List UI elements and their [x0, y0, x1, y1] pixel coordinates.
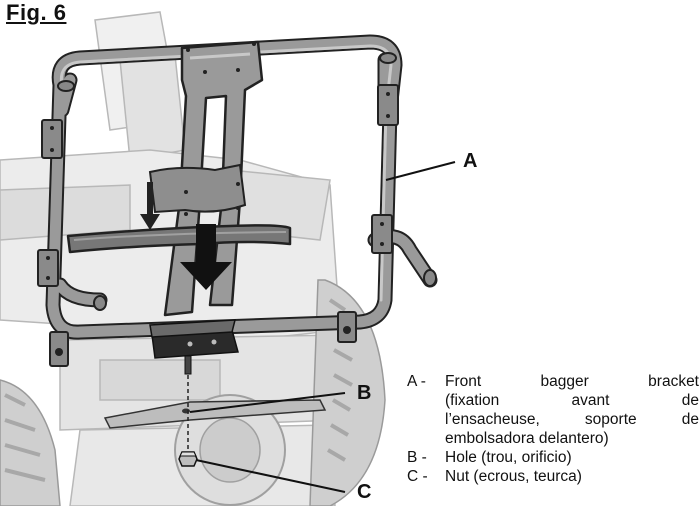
- legend-text-c: Nut (ecrous, teurca): [445, 468, 582, 485]
- front-wheel: [174, 394, 286, 506]
- rear-tire-left: [0, 379, 61, 506]
- figure-title: Fig. 6: [6, 0, 67, 25]
- tube-ends: [57, 52, 437, 311]
- callout-a: A: [463, 150, 478, 172]
- legend-text-b: Hole (trou, orificio): [445, 449, 572, 466]
- legend-key-b: B -: [407, 449, 427, 466]
- rear-tire-right: [309, 279, 386, 506]
- lower-mount: [149, 319, 239, 359]
- stud-bolt: [184, 355, 192, 455]
- legend-item-c: C - Nut (ecrous, teurca): [407, 467, 699, 486]
- center-uprights: [163, 40, 264, 317]
- leader-b: [189, 392, 346, 413]
- leader-a: [385, 161, 456, 181]
- legend-text-a-line2: (fixation avant de: [445, 392, 699, 409]
- saddle-bracket: [148, 163, 247, 216]
- legend-item-a: A - Front bagger bracket (fixation avant…: [407, 372, 699, 448]
- legend-item-b: B - Hole (trou, orificio): [407, 448, 699, 467]
- corner-brackets: [37, 84, 399, 367]
- down-arrow-large: [180, 224, 232, 290]
- parts-legend: A - Front bagger bracket (fixation avant…: [407, 372, 699, 486]
- padded-crossbar: [66, 224, 292, 254]
- legend-key-a: A -: [407, 373, 426, 390]
- legend-key-c: C -: [407, 468, 428, 485]
- callout-b: B: [357, 382, 372, 404]
- legend-text-a-line1: Front bagger bracket: [445, 373, 699, 390]
- legend-text-a-line3: l’ensacheuse, soporte de: [445, 411, 699, 428]
- legend-text-a-line4: embolsadora delantero): [445, 430, 609, 447]
- bracket-bolts: [46, 92, 390, 356]
- callout-c: C: [357, 481, 372, 503]
- leader-c: [195, 459, 346, 493]
- down-arrow-small: [140, 182, 160, 230]
- hole-b-mark: [182, 408, 190, 414]
- leader-lines: [189, 161, 456, 493]
- nut-c: [178, 451, 198, 467]
- mounting-plate: [103, 399, 327, 429]
